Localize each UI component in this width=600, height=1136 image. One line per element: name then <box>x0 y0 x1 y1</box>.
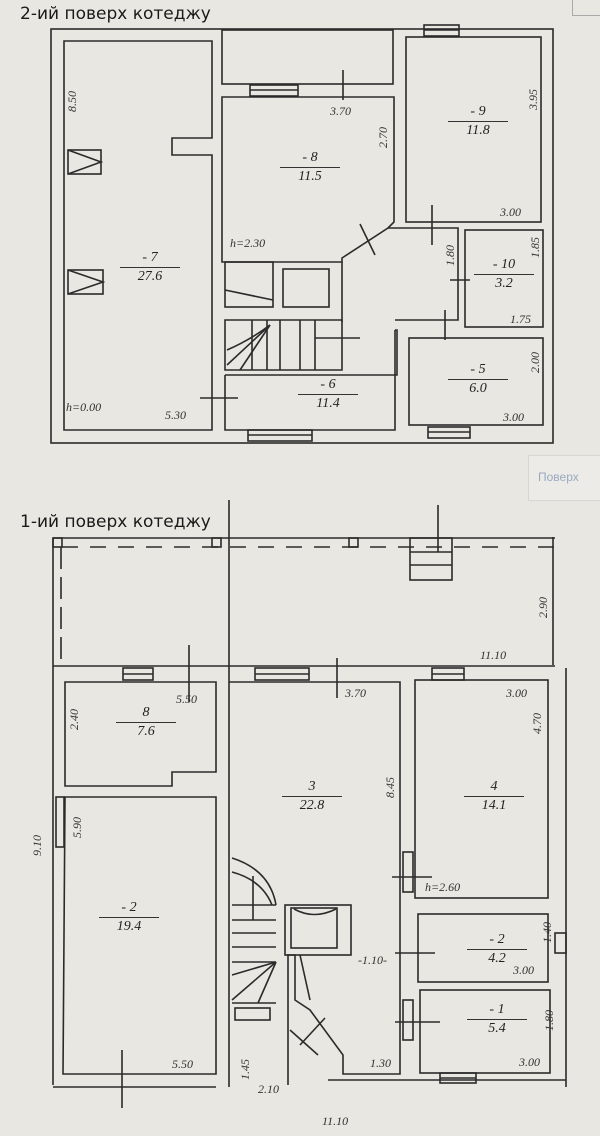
dim-h0: h=0.00 <box>66 400 102 414</box>
room-9-outline <box>405 36 542 223</box>
dim-2-00: 2.00 <box>528 352 542 373</box>
dim-9-10: 9.10 <box>30 835 44 856</box>
dim-1-40: 1.40 <box>540 922 554 943</box>
stair-outline <box>224 319 343 371</box>
corner-tab <box>572 0 600 16</box>
dim-h230: h=2.30 <box>230 236 266 250</box>
floor1-caption: 1-ий поверх котеджу <box>20 512 211 532</box>
dim-5-50a: 5.50 <box>176 692 197 706</box>
dim-2-70: 2.70 <box>376 127 390 148</box>
dim-1-30: 1.30 <box>370 1056 391 1070</box>
dim-11-10-bottom: 11.10 <box>322 1114 349 1128</box>
dim-5-50b: 5.50 <box>172 1057 193 1071</box>
floor2-plan <box>0 0 600 450</box>
dim-3-00a-f1: 3.00 <box>506 686 527 700</box>
dim-4-70: 4.70 <box>530 713 544 734</box>
room-2b-outline <box>417 913 549 983</box>
dim-3-95: 3.95 <box>526 89 540 110</box>
floor2-outer-wall <box>50 28 554 444</box>
dim-11-10-top: 11.10 <box>480 648 507 662</box>
dim-5-90: 5.90 <box>70 817 84 838</box>
room-3-outline <box>229 681 401 1085</box>
room-4-outline <box>414 679 549 899</box>
dim-h260: h=2.60 <box>425 880 461 894</box>
room-7-outline <box>63 40 213 431</box>
dim-8-45: 8.45 <box>383 777 397 798</box>
dim-3-00a: 3.00 <box>500 205 521 219</box>
side-tab-label: Поверх <box>538 470 579 484</box>
room-10-outline <box>464 229 544 328</box>
dim-3-70: 3.70 <box>330 104 351 118</box>
floor2-caption: 2-ий поверх котеджу <box>20 4 211 24</box>
room-5-outline <box>408 337 544 426</box>
dim-1-45: 1.45 <box>238 1059 252 1080</box>
dim-1-80: 1.80 <box>443 245 457 266</box>
dim-3-70-f1: 3.70 <box>345 686 366 700</box>
room-2-outline <box>62 796 217 1075</box>
side-tab[interactable]: Поверх <box>528 455 600 501</box>
storage-outline <box>221 29 394 85</box>
dim-2-10: 2.10 <box>258 1082 279 1096</box>
stair-box-a <box>224 261 274 308</box>
dim-5-30: 5.30 <box>165 408 186 422</box>
floor1-drawing <box>52 500 567 1108</box>
dim-2-90: 2.90 <box>536 597 550 618</box>
room-8-outline <box>64 681 217 787</box>
floor1-plan <box>0 500 600 1136</box>
room-1-outline <box>419 989 551 1074</box>
dim-1-85: 1.85 <box>528 237 542 258</box>
dim-3-00c-f1: 3.00 <box>519 1055 540 1069</box>
floor2-drawing <box>50 24 554 444</box>
stair-box-b <box>282 268 330 308</box>
dim-8-50: 8.50 <box>65 91 79 112</box>
dim-1-75: 1.75 <box>510 312 531 326</box>
dim-3-00b-f1: 3.00 <box>513 963 534 977</box>
dim-3-00b: 3.00 <box>503 410 524 424</box>
dim-1-80-f1: 1.80 <box>542 1010 556 1031</box>
dim-1-10: -1.10- <box>358 953 387 967</box>
dim-2-40: 2.40 <box>67 709 81 730</box>
